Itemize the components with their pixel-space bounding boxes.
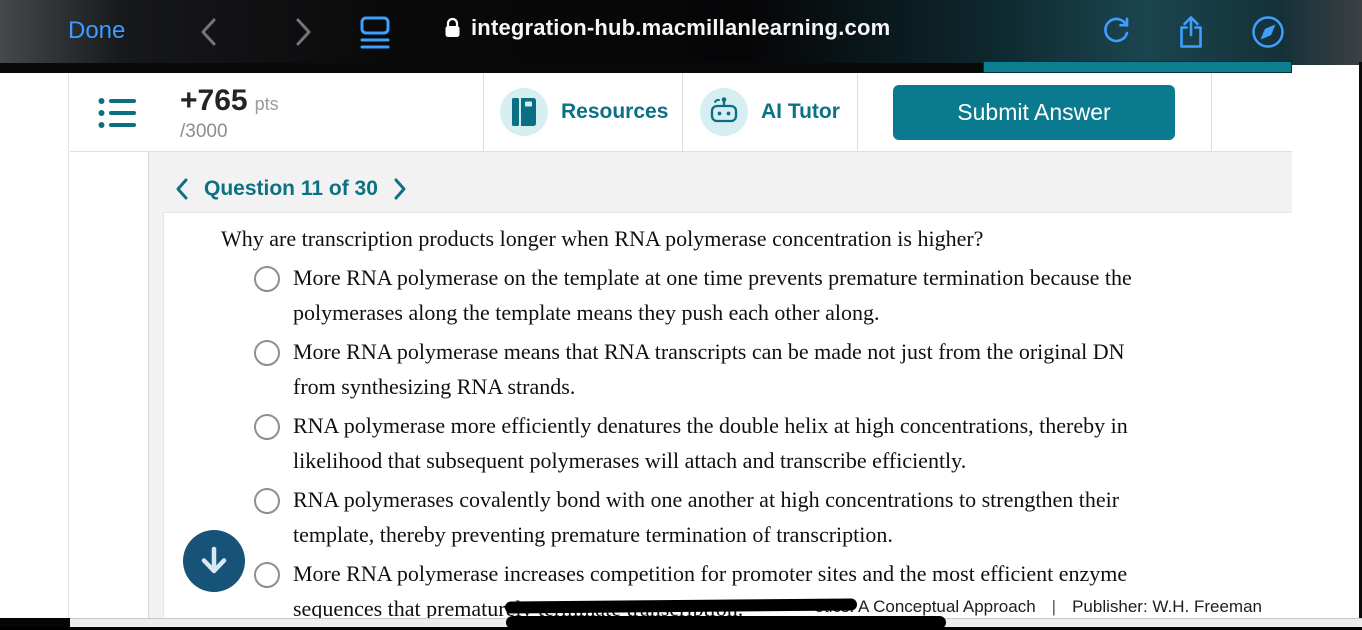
robot-icon xyxy=(710,97,738,123)
url-text: integration-hub.macmillanlearning.com xyxy=(471,15,891,40)
points-summary: +765 pts /3000 xyxy=(180,84,279,143)
right-edge-line xyxy=(1359,62,1362,630)
answer-option[interactable]: More RNA polymerase means that RNA trans… xyxy=(254,334,1292,404)
radio-button[interactable] xyxy=(254,340,280,366)
question-position-label: Question 11 of 30 xyxy=(204,177,378,200)
option-text: RNA polymerases covalently bond with one… xyxy=(293,487,1120,547)
header-divider xyxy=(483,73,484,151)
answer-option[interactable]: RNA polymerases covalently bond with one… xyxy=(254,482,1292,552)
answer-option[interactable]: RNA polymerase more efficiently denature… xyxy=(254,408,1292,478)
bottom-black-line xyxy=(0,627,1362,630)
points-unit: pts xyxy=(254,94,279,114)
option-text: More RNA polymerase on the template at o… xyxy=(293,265,1132,325)
header-bottom-border xyxy=(70,151,1292,152)
ai-tutor-icon-circle xyxy=(700,88,748,136)
resources-label: Resources xyxy=(561,100,669,123)
address-bar[interactable]: integration-hub.macmillanlearning.com xyxy=(444,15,890,41)
header-divider xyxy=(1211,73,1212,151)
option-text: RNA polymerase more efficiently denature… xyxy=(293,413,1128,473)
page-top-black-strip xyxy=(0,63,983,73)
radio-button[interactable] xyxy=(254,414,280,440)
header-divider xyxy=(857,73,858,151)
redaction-bar-bottom xyxy=(506,616,946,629)
left-column-border xyxy=(68,73,69,618)
question-card: Why are transcription products longer wh… xyxy=(163,212,1292,618)
radio-button[interactable] xyxy=(254,562,280,588)
lock-icon xyxy=(445,17,460,37)
ai-tutor-button[interactable]: AI Tutor xyxy=(700,88,840,136)
question-prompt: Why are transcription products longer wh… xyxy=(221,226,984,251)
radio-button[interactable] xyxy=(254,266,280,292)
radio-button[interactable] xyxy=(254,488,280,514)
menu-list-icon[interactable] xyxy=(98,96,138,130)
resources-icon-circle xyxy=(500,88,548,136)
back-chevron-icon[interactable] xyxy=(198,17,220,47)
resources-button[interactable]: Resources xyxy=(500,88,668,136)
credit-separator: | xyxy=(1051,597,1057,616)
question-navigation: Question 11 of 30 xyxy=(175,177,407,201)
reader-tabs-icon[interactable] xyxy=(356,13,394,51)
submit-answer-button[interactable]: Submit Answer xyxy=(893,85,1175,140)
answer-option[interactable]: More RNA polymerase on the template at o… xyxy=(254,260,1292,330)
points-total: /3000 xyxy=(180,121,228,142)
book-credit: etics: A Conceptual Approach | Publisher… xyxy=(815,597,1262,617)
safari-toolbar: Done integration-hub.macmillanlearning.c… xyxy=(0,0,1362,65)
reload-icon[interactable] xyxy=(1100,15,1132,49)
down-arrow-icon xyxy=(201,546,227,574)
compass-safari-icon[interactable] xyxy=(1250,14,1286,50)
done-button[interactable]: Done xyxy=(68,17,126,44)
next-question-icon[interactable] xyxy=(393,177,407,201)
share-icon[interactable] xyxy=(1176,14,1206,50)
ai-tutor-label: AI Tutor xyxy=(761,100,840,123)
option-text: More RNA polymerase means that RNA trans… xyxy=(293,339,1125,399)
header-divider xyxy=(682,73,683,151)
points-earned: +765 xyxy=(180,84,248,117)
scroll-down-button[interactable] xyxy=(183,530,245,592)
forward-chevron-icon[interactable] xyxy=(292,17,314,47)
previous-question-icon[interactable] xyxy=(175,177,189,201)
book-icon xyxy=(512,98,536,126)
progress-bar-teal xyxy=(983,61,1292,73)
book-title-fragment: etics: A Conceptual Approach xyxy=(814,597,1036,616)
publisher-text: Publisher: W.H. Freeman xyxy=(1072,597,1262,616)
